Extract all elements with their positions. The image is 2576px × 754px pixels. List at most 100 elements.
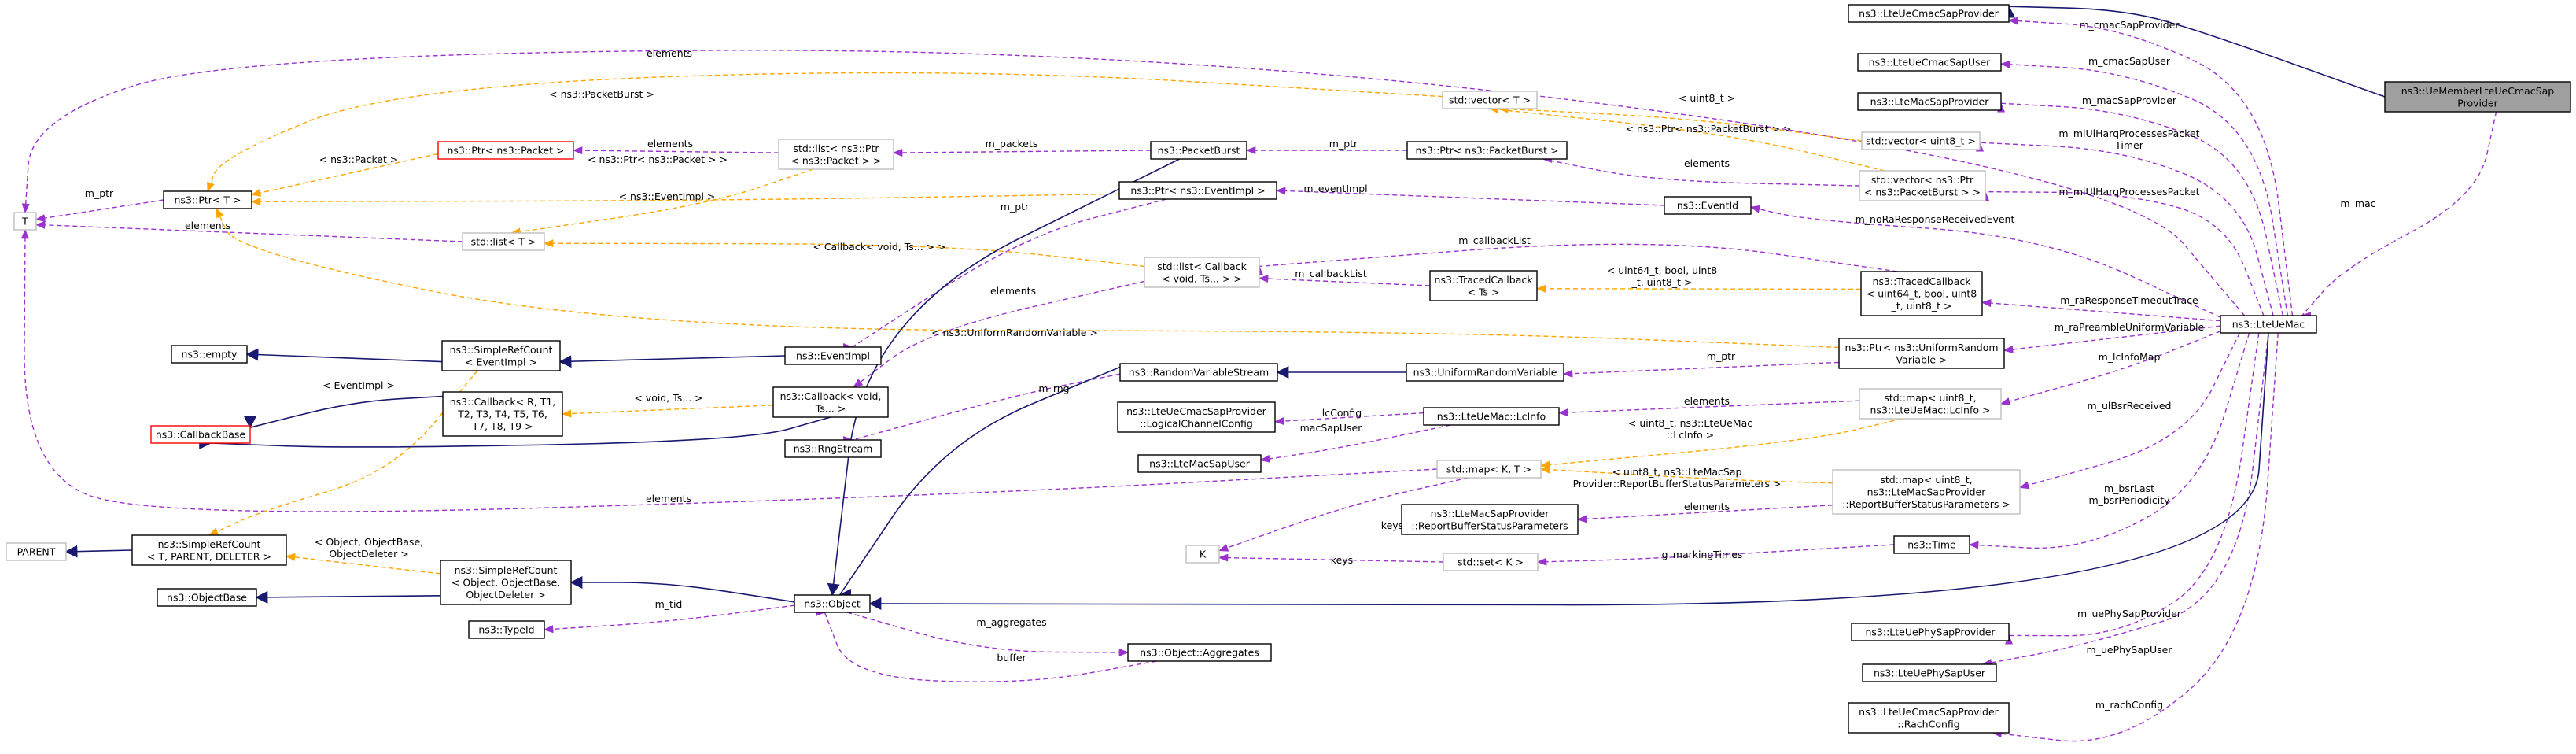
node-map-report[interactable]: std::map< uint8_t,ns3::LteMacSapProvider…	[1832, 469, 2021, 515]
node-callback-r[interactable]: ns3::Callback< R, T1,T2, T3, T4, T5, T6,…	[442, 391, 563, 437]
node-label: < ns3::PacketBurst > >	[1864, 186, 1981, 198]
edge-label-m-rach-config: m_rachConfig	[2095, 699, 2163, 711]
node-random-variable-stream[interactable]: ns3::RandomVariableStream	[1119, 363, 1278, 382]
node-event-impl[interactable]: ns3::EventImpl	[784, 346, 882, 365]
node-label: ns3::PacketBurst	[1158, 145, 1240, 157]
node-label: ns3::LteMacSapUser	[1149, 458, 1251, 470]
node-uniform-random-variable[interactable]: ns3::UniformRandomVariable	[1406, 363, 1564, 382]
node-traced-callback-u[interactable]: ns3::TracedCallback< uint64_t, bool, uin…	[1860, 271, 1983, 316]
node-list-t[interactable]: std::list< T >	[462, 232, 545, 251]
node-label: ::ReportBufferStatusParameters	[1411, 519, 1568, 531]
edge-label-elements-cb: elements	[990, 285, 1036, 297]
node-rng-stream[interactable]: ns3::RngStream	[784, 439, 882, 458]
edge-label-m-packets: m_packets	[986, 138, 1038, 150]
node-box	[1859, 170, 1986, 201]
edge-inh-member	[2007, 0, 2386, 98]
node-ptr-packet-burst[interactable]: ns3::Ptr< ns3::PacketBurst >	[1406, 141, 1568, 160]
node-map-kt[interactable]: std::map< K, T >	[1436, 460, 1542, 479]
node-set-kt[interactable]: std::set< K >	[1443, 553, 1539, 571]
node-traced-callback-ts[interactable]: ns3::TracedCallback< Ts >	[1429, 270, 1538, 301]
node-lc-info[interactable]: ns3::LteUeMac::LcInfo	[1423, 407, 1560, 426]
node-label: < Ts >	[1468, 286, 1500, 298]
node-list-callback[interactable]: std::list< Callback< void, Ts... > >	[1144, 257, 1260, 288]
node-label: ns3::empty	[182, 349, 238, 360]
node-lte-ue-phy-sap-user[interactable]: ns3::LteUePhySapUser	[1862, 663, 1997, 682]
node-label: K	[1200, 549, 1207, 560]
node-vector-uint8[interactable]: std::vector< uint8_t >	[1861, 131, 1981, 150]
node-lte-ue-mac[interactable]: ns3::LteUeMac	[2220, 315, 2317, 334]
node-label: ns3::LteUePhySapProvider	[1865, 626, 1996, 638]
node-box	[1848, 702, 2010, 734]
node-lte-ue-phy-sap-provider[interactable]: ns3::LteUePhySapProvider	[1851, 623, 2010, 641]
node-lte-ue-cmac-sap-user[interactable]: ns3::LteUeCmacSapUser	[1857, 53, 2002, 72]
node-box	[1401, 504, 1579, 535]
node-t[interactable]: T	[13, 212, 37, 231]
node-packet-burst[interactable]: ns3::PacketBurst	[1150, 141, 1247, 160]
node-box	[1848, 4, 2010, 23]
node-ptr-t[interactable]: ns3::Ptr< T >	[163, 190, 252, 209]
node-label: PARENT	[17, 546, 56, 558]
edge-label-m-ul-bsr-received: m_ulBsrReceived	[2088, 400, 2172, 412]
node-aggregates[interactable]: ns3::Object::Aggregates	[1127, 643, 1272, 662]
node-lte-ue-cmac-sap-provider[interactable]: ns3::LteUeCmacSapProvider	[1848, 4, 2010, 23]
node-label: ns3::LteUeMac	[2232, 319, 2305, 331]
edge-label-report-tmpl-0: < uint8_t, ns3::LteMacSap	[1612, 466, 1742, 478]
node-simple-ref-count-event[interactable]: ns3::SimpleRefCount< EventImpl >	[441, 340, 561, 371]
edge-pkts	[892, 148, 1152, 157]
edge-list-cb	[853, 280, 1145, 388]
node-lte-mac-sap-provider[interactable]: ns3::LteMacSapProvider	[1857, 92, 2002, 111]
node-callback-void[interactable]: ns3::Callback< void,Ts... >	[772, 386, 889, 418]
node-label: std::map< K, T >	[1446, 464, 1531, 475]
node-label: std::vector< uint8_t >	[1866, 135, 1976, 147]
node-object-base[interactable]: ns3::ObjectBase	[157, 588, 257, 607]
edge-label-event-impl-tmpl: < ns3::EventImpl >	[619, 190, 716, 202]
node-empty[interactable]: ns3::empty	[171, 345, 248, 364]
node-box	[1127, 643, 1272, 662]
node-ptr-event-impl[interactable]: ns3::Ptr< ns3::EventImpl >	[1118, 181, 1277, 200]
edge-report-elem	[1576, 505, 1833, 523]
node-label: ns3::TypeId	[478, 624, 534, 636]
edge-label-elements-list: elements	[185, 220, 230, 231]
edge-mac	[2301, 111, 2497, 316]
node-lte-mac-sap-user[interactable]: ns3::LteMacSapUser	[1137, 454, 1262, 473]
node-list-ptr-packet[interactable]: std::list< ns3::Ptr< ns3::Packet > >	[778, 139, 894, 170]
node-box	[437, 141, 574, 160]
edge-lccfg	[1273, 412, 1424, 426]
node-simple-ref-count-t[interactable]: ns3::SimpleRefCount< T, PARENT, DELETER …	[131, 534, 287, 566]
node-map-lc-info[interactable]: std::map< uint8_t,ns3::LteUeMac::LcInfo …	[1859, 388, 2002, 420]
node-rach-config[interactable]: ns3::LteUeCmacSapProvider::RachConfig	[1848, 702, 2010, 734]
node-object[interactable]: ns3::Object	[794, 594, 871, 613]
edge-label-m-ptr-t: m_ptr	[85, 187, 114, 199]
node-label: ObjectDeleter >	[466, 589, 545, 601]
node-ptr-packet[interactable]: ns3::Ptr< ns3::Packet >	[437, 141, 574, 160]
node-box	[1406, 141, 1568, 160]
node-report-buffer[interactable]: ns3::LteMacSapProvider::ReportBufferStat…	[1401, 504, 1579, 535]
edge-label-m-ue-phy-sap-provider: m_uePhySapProvider	[2077, 608, 2182, 619]
node-logical-channel-config[interactable]: ns3::LteUeCmacSapProvider::LogicalChanne…	[1117, 401, 1276, 433]
node-box	[1859, 388, 2002, 420]
node-label: std::map< uint8_t,	[1880, 474, 1972, 486]
edge-inh-objbase	[255, 590, 441, 604]
node-time[interactable]: ns3::Time	[1893, 535, 1970, 554]
node-vector-ptr-packet-burst[interactable]: std::vector< ns3::Ptr< ns3::PacketBurst …	[1859, 170, 1986, 201]
node-label: ns3::ObjectBase	[167, 592, 247, 604]
node-ptr-uniform-random[interactable]: ns3::Ptr< ns3::UniformRandomVariable >	[1838, 338, 2005, 369]
node-label: ns3::LteUeCmacSapProvider	[1126, 405, 1266, 417]
edge-void-tmpl	[561, 405, 774, 418]
node-label: ns3::TracedCallback	[1435, 274, 1534, 286]
edge-label-uniform-random-tmpl: < ns3::UniformRandomVariable >	[931, 327, 1098, 338]
node-box	[462, 232, 545, 251]
node-simple-ref-count-obj[interactable]: ns3::SimpleRefCount< Object, ObjectBase,…	[440, 560, 572, 605]
node-label: std::list< ns3::Ptr	[794, 142, 880, 154]
node-vector-t[interactable]: std::vector< T >	[1442, 91, 1538, 109]
edge-lc-elem	[1557, 400, 1860, 417]
node-k[interactable]: K	[1185, 545, 1220, 564]
node-type-id[interactable]: ns3::TypeId	[468, 620, 545, 639]
edge-label-void-tmpl: < void, Ts... >	[634, 392, 702, 404]
node-event-id[interactable]: ns3::EventId	[1664, 196, 1752, 215]
node-box	[13, 212, 37, 231]
node-parent[interactable]: PARENT	[6, 542, 67, 561]
edge-phyuser	[1981, 332, 2269, 667]
node-callback-base[interactable]: ns3::CallbackBase	[150, 425, 251, 444]
edge-label-callback-ts-tmpl: < Callback< void, Ts... > >	[813, 241, 945, 253]
